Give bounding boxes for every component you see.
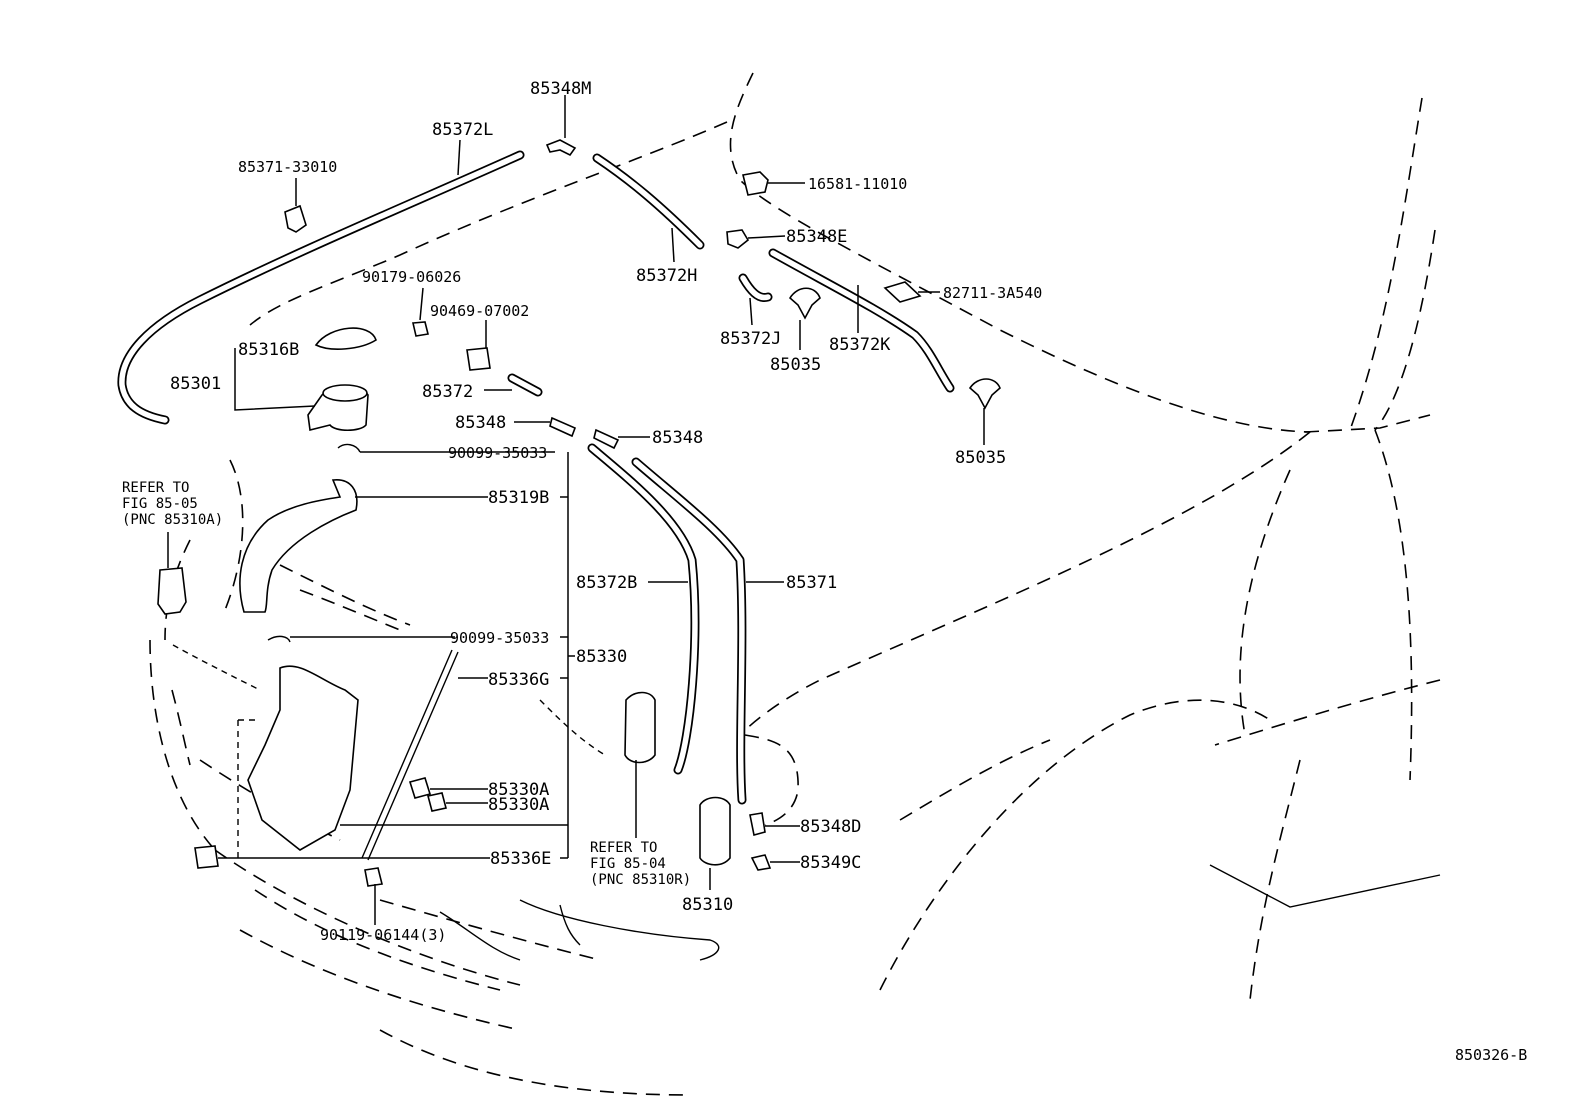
label-85348-a: 85348 (455, 413, 506, 433)
label-85348-b: 85348 (652, 428, 703, 448)
refer-note-left: REFER TO FIG 85-05 (PNC 85310A) (122, 480, 223, 528)
label-85372H: 85372H (636, 266, 697, 286)
bolt-90119-06144 (364, 867, 383, 887)
bumper-lines (439, 864, 1441, 961)
parts (157, 139, 1001, 887)
label-82711-3A540: 82711-3A540 (943, 284, 1042, 302)
label-85310: 85310 (682, 895, 733, 915)
leader-lines (167, 95, 985, 925)
label-90469-07002: 90469-07002 (430, 302, 529, 320)
label-85035-a: 85035 (770, 355, 821, 375)
clip-85371-33010 (284, 204, 307, 233)
joint-85348D (749, 812, 766, 836)
label-85330A-a: 85330A (488, 780, 549, 800)
clip-90099-35033-b (267, 635, 291, 643)
grommet-85330A-a (408, 777, 432, 799)
washer-nozzle-85035-a (788, 287, 821, 320)
joint-85348-a (549, 416, 577, 438)
clip-90099-35033-a (337, 443, 361, 453)
svg-text:(PNC 85310R): (PNC 85310R) (590, 872, 691, 888)
label-85330A-b: 85330A (488, 795, 549, 815)
svg-text:REFER TO: REFER TO (122, 480, 189, 496)
clamp-82711-3A540 (883, 281, 922, 303)
label-85371-33010: 85371-33010 (238, 158, 337, 176)
vehicle-body-outline (149, 72, 1441, 1096)
label-85316B: 85316B (238, 340, 299, 360)
label-90099-35033-b: 90099-35033 (450, 629, 549, 647)
label-16581-11010: 16581-11010 (808, 175, 907, 193)
label-85372J: 85372J (720, 329, 781, 349)
label-85301: 85301 (170, 374, 221, 394)
label-90179-06026: 90179-06026 (362, 268, 461, 286)
label-85372: 85372 (422, 382, 473, 402)
tee-joint-85348E (726, 229, 750, 249)
washer-tank-85330 (247, 665, 359, 851)
label-85371: 85371 (786, 573, 837, 593)
label-85330: 85330 (576, 647, 627, 667)
label-85336E: 85336E (490, 849, 551, 869)
label-85372B: 85372B (576, 573, 637, 593)
joint-85349C (750, 854, 772, 871)
label-85319B: 85319B (488, 488, 549, 508)
label-85348E: 85348E (786, 227, 847, 247)
elbow-joint-85348M (545, 139, 577, 157)
label-85336G: 85336G (488, 670, 549, 690)
label-85372K: 85372K (829, 335, 891, 355)
filler-cap-85316B (314, 327, 377, 350)
refer-note-right: REFER TO FIG 85-04 (PNC 85310R) (590, 840, 691, 888)
washer-pump-85310 (699, 796, 731, 866)
label-90119-06144: 90119-06144(3) (320, 926, 446, 944)
label-90099-35033-a: 90099-35033 (448, 444, 547, 462)
svg-text:REFER TO: REFER TO (590, 840, 657, 856)
grommet-85330A-b (427, 792, 447, 812)
washer-pump-85310A (157, 567, 187, 615)
nut-90179-06026 (412, 321, 429, 337)
label-85348M: 85348M (530, 79, 591, 99)
svg-text:FIG 85-05: FIG 85-05 (122, 496, 198, 512)
hoses (117, 150, 955, 805)
level-gauge-85336G (361, 649, 459, 861)
connector-85336E (194, 845, 219, 869)
part-labels: 85348M 85372L 85371-33010 16581-11010 85… (122, 79, 1527, 1064)
label-85348D: 85348D (800, 817, 861, 837)
clip-16581-11010 (742, 171, 769, 196)
label-85035-b: 85035 (955, 448, 1006, 468)
clip-90469-07002 (466, 347, 491, 371)
label-85372L: 85372L (432, 120, 493, 140)
washer-nozzle-85035-b (968, 378, 1001, 410)
washer-pump-85310R-a (624, 691, 656, 764)
svg-text:FIG 85-04: FIG 85-04 (590, 856, 666, 872)
diagram-code: 850326-B (1455, 1046, 1527, 1064)
label-85349C: 85349C (800, 853, 861, 873)
svg-text:(PNC 85310A): (PNC 85310A) (122, 512, 223, 528)
joint-85348-b (593, 428, 620, 450)
